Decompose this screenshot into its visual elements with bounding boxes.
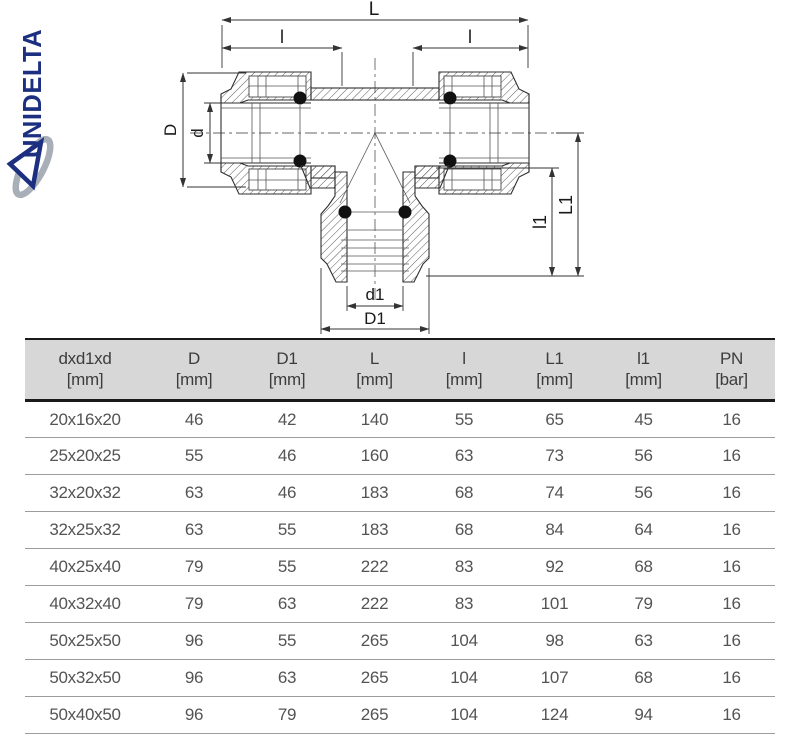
oring-branch-left: [338, 205, 352, 219]
oring-right-bottom: [443, 154, 457, 168]
dim-label-L: L: [369, 0, 380, 20]
dim-label-D1: D1: [364, 309, 386, 328]
cell-size: 40x32x40: [25, 585, 145, 623]
cell-size: 32x25x32: [25, 511, 145, 549]
dimensions: L l l D d l1 L1 d1 D1: [161, 0, 584, 334]
dimension-table: dxd1xd[mm] D[mm] D1[mm] L[mm] l[mm] L1[m…: [25, 338, 775, 734]
dim-label-l1: l1: [530, 215, 550, 229]
col-header-L1: L1[mm]: [510, 338, 599, 402]
cell-size: 50x40x50: [25, 696, 145, 734]
unidelta-logo: UNIDELTA: [6, 29, 54, 199]
cell-size: 40x25x40: [25, 548, 145, 586]
logo-delta-icon: [6, 136, 45, 191]
cell-size: 25x20x25: [25, 437, 145, 475]
cell-size: 32x20x32: [25, 474, 145, 512]
col-header-L: L[mm]: [331, 338, 418, 402]
oring-left-top: [293, 91, 307, 105]
drawing-section: UNIDELTA: [0, 0, 800, 338]
col-header-D1: D1[mm]: [243, 338, 331, 402]
col-header-l: l[mm]: [418, 338, 510, 402]
cell-size: 50x25x50: [25, 622, 145, 660]
oring-branch-right: [398, 205, 412, 219]
logo-brand-text: UNIDELTA: [19, 29, 47, 158]
dim-label-l-right: l: [468, 27, 472, 47]
dim-label-D: D: [161, 124, 180, 136]
fitting-cross-section: [190, 58, 560, 302]
col-header-dxd1xd: dxd1xd[mm]: [25, 338, 145, 402]
cell-size: 20x16x20: [25, 400, 145, 438]
dim-label-d1: d1: [366, 285, 385, 304]
oring-right-top: [443, 91, 457, 105]
dim-label-d: d: [188, 128, 207, 137]
col-header-D: D[mm]: [145, 338, 243, 402]
cell-size: 50x32x50: [25, 659, 145, 697]
col-header-PN: PN[bar]: [688, 338, 775, 402]
table-header-row: dxd1xd[mm] D[mm] D1[mm] L[mm] l[mm] L1[m…: [25, 338, 775, 402]
oring-left-bottom: [293, 154, 307, 168]
dimension-table-section: dxd1xd[mm] D[mm] D1[mm] L[mm] l[mm] L1[m…: [25, 338, 775, 734]
tee-fitting-diagram: UNIDELTA: [6, 0, 584, 334]
dim-label-L1: L1: [556, 195, 576, 215]
col-header-l1: l1[mm]: [599, 338, 688, 402]
dim-label-l-left: l: [280, 27, 284, 47]
